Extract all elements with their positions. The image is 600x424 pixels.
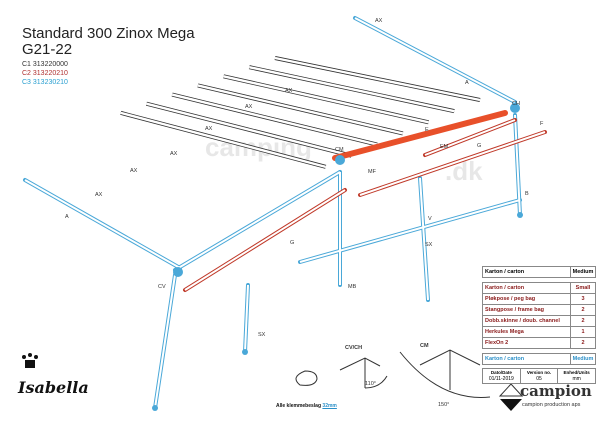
label-ax: AX [170,151,178,157]
cm-joint-icon [399,349,491,398]
joint-details: CV/CH CM 110° 150° [295,343,491,408]
label-ax: AX [375,18,383,24]
part-labels: AX AX AX AX AX AX AX A A E EM G G CM CH … [65,18,544,338]
label-g: G [290,240,294,246]
detail-cvch-label: CV/CH [345,345,362,351]
label-e: E [425,127,429,133]
label-f: F [540,121,544,127]
rafter-pole-ax [274,56,481,102]
label-sx: SX [258,332,266,338]
foot [242,349,248,355]
angle-110: 110° [365,381,376,387]
title-line-1: Standard 300 Zinox Mega [22,25,195,42]
label-a: A [65,214,69,220]
label-mb: MB [348,284,357,290]
product-codes: C1 313220000 C2 313220210 C3 313230210 [22,60,68,87]
ridge-pole-e [332,110,508,161]
rafter-pole-ax [146,102,352,157]
label-b: B [525,191,529,197]
label-ax: AX [205,126,213,132]
label-mf: MF [368,169,377,175]
joint-cm [335,155,345,165]
note-value: 32mm [322,403,337,409]
label-em: EM [440,144,449,150]
code-c3: C3 313230210 [22,79,68,86]
rafter-poles [120,56,481,169]
joints [152,103,523,411]
label-cm: CM [335,147,344,153]
cvch-joint-icon [339,357,388,389]
title-line-2: G21-22 [22,41,73,58]
label-sx: SX [425,242,433,248]
label-ax: AX [285,88,293,94]
rafter-pole-ax [223,75,429,124]
code-c2: C2 313220210 [22,70,68,77]
label-ax: AX [245,104,253,110]
campion-logo-icon [498,383,524,411]
label-g: G [477,143,481,149]
rafter-pole-ax [171,93,378,146]
label-cv: CV [158,284,166,290]
detail-cm-label: CM [420,343,429,349]
note-text: Alle klemmebeslag [276,403,322,409]
clamp-icon [295,370,318,386]
rafter-pole-ax [120,111,327,169]
angle-150: 150° [438,402,449,408]
crown-icon [22,353,38,368]
foot [517,212,523,218]
label-a: A [465,80,469,86]
rafter-pole-ax [249,65,455,113]
label-ax: AX [95,192,103,198]
label-v: V [428,216,432,222]
foot [152,405,158,411]
code-c1: C1 313220000 [22,61,68,68]
label-ch: CH [512,101,520,107]
joint-ch [510,103,520,113]
rafter-pole-ax [197,84,404,135]
page-title: Standard 300 Zinox Mega G21-22 [22,26,195,58]
clamp-note: Alle klemmebeslag 32mm [276,403,337,409]
label-ax: AX [130,168,138,174]
joint-cv [173,267,183,277]
isabella-logo: Isabella [18,378,89,397]
